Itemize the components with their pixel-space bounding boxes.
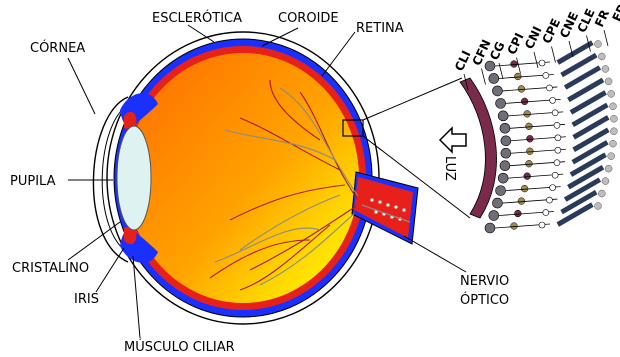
light-indicator: LUZ [440, 128, 466, 181]
bipolar-cell [526, 160, 533, 167]
lens [117, 126, 151, 230]
pigment-epithelium-cell [602, 178, 609, 185]
outer-nuclear-cell [546, 197, 552, 203]
pigment-epithelium-cell [605, 78, 612, 85]
label-ciliary-muscle: MÚSCULO CILIAR [124, 339, 235, 355]
pigment-epithelium-cell [598, 53, 605, 60]
label-retina: RETINA [356, 21, 404, 36]
outer-nuclear-cell [552, 110, 558, 116]
pigment-epithelium-cell [605, 165, 612, 172]
ganglion-cell [496, 186, 506, 196]
outer-nuclear-cell [550, 185, 556, 191]
pigment-epithelium-cell [609, 140, 616, 147]
label-cornea: CÓRNEA [30, 40, 85, 56]
label-optic-nerve-line2: ÓPTICO [460, 292, 509, 308]
bipolar-cell [526, 148, 533, 155]
outer-nuclear-cell [555, 135, 561, 141]
label-lens: CRISTALINO [12, 261, 89, 276]
bipolar-cell [521, 98, 528, 105]
pigment-epithelium-cell [602, 65, 609, 72]
outer-nuclear-cell [554, 160, 560, 166]
outer-nuclear-cell [554, 122, 560, 128]
ganglion-cell [500, 123, 510, 133]
retina-layer-tick [482, 69, 486, 85]
bipolar-cell [524, 173, 531, 180]
label-pupil: PUPILA [10, 174, 56, 189]
retina-layer-tick [604, 30, 608, 46]
pigment-epithelium-cell [608, 153, 615, 160]
outer-nuclear-cell [539, 222, 545, 228]
vitreous-body [127, 53, 359, 303]
retina-layer-label: EP [610, 2, 620, 24]
bipolar-cell [526, 123, 533, 130]
pigment-epithelium-cell [609, 103, 616, 110]
ganglion-cell [501, 148, 511, 158]
ganglion-cell [498, 173, 508, 183]
ganglion-cell [489, 73, 499, 83]
retina-layer-tick [552, 47, 556, 63]
retina-detail [460, 40, 617, 233]
label-iris: IRIS [74, 292, 99, 307]
photoreceptor-rod [572, 128, 609, 152]
ganglion-cell [489, 211, 499, 221]
bipolar-cell [514, 73, 521, 80]
eyeball [93, 32, 418, 324]
pigment-epithelium-cell [595, 203, 602, 210]
bipolar-cell [518, 86, 525, 93]
bipolar-cell [511, 61, 518, 68]
outer-nuclear-cell [539, 60, 545, 66]
outer-nuclear-cell [552, 172, 558, 178]
pigment-epithelium-cell [595, 41, 602, 48]
ganglion-cell [496, 98, 506, 108]
ganglion-cell [498, 111, 508, 121]
ganglion-cell [492, 198, 502, 208]
retina-layer-tick [534, 52, 538, 68]
ganglion-cell [485, 61, 495, 71]
bipolar-cell [524, 110, 531, 117]
ganglion-cell [500, 161, 510, 171]
pigment-epithelium-cell [610, 128, 617, 135]
bipolar-cell [511, 223, 518, 230]
label-sclera: ESCLERÓTICA [152, 10, 242, 26]
pigment-epithelium-cell [598, 190, 605, 197]
ganglion-cell [485, 223, 495, 233]
pigment-epithelium-cell [610, 115, 617, 122]
outer-nuclear-cell [543, 72, 549, 78]
bipolar-cell [518, 198, 525, 205]
outer-nuclear-cell [550, 97, 556, 103]
hollow-arrow-left-icon [440, 128, 466, 152]
pigment-epithelium-cell [608, 90, 615, 97]
light-label: LUZ [442, 156, 457, 181]
outer-nuclear-cell [555, 147, 561, 153]
photoreceptor-rod [571, 140, 608, 164]
label-choroid: COROIDE [278, 11, 339, 26]
inner-limiting-membrane [460, 78, 497, 218]
ganglion-cell [492, 86, 502, 96]
bipolar-cell [526, 135, 533, 142]
outer-nuclear-cell [546, 85, 552, 91]
label-optic-nerve-line1: NERVIO [460, 274, 509, 289]
retina-cell-layers [485, 40, 617, 233]
ganglion-cell [501, 136, 511, 146]
outer-nuclear-cell [543, 210, 549, 216]
photoreceptor-rod [572, 115, 609, 139]
bipolar-cell [514, 210, 521, 217]
bipolar-cell [521, 185, 528, 192]
